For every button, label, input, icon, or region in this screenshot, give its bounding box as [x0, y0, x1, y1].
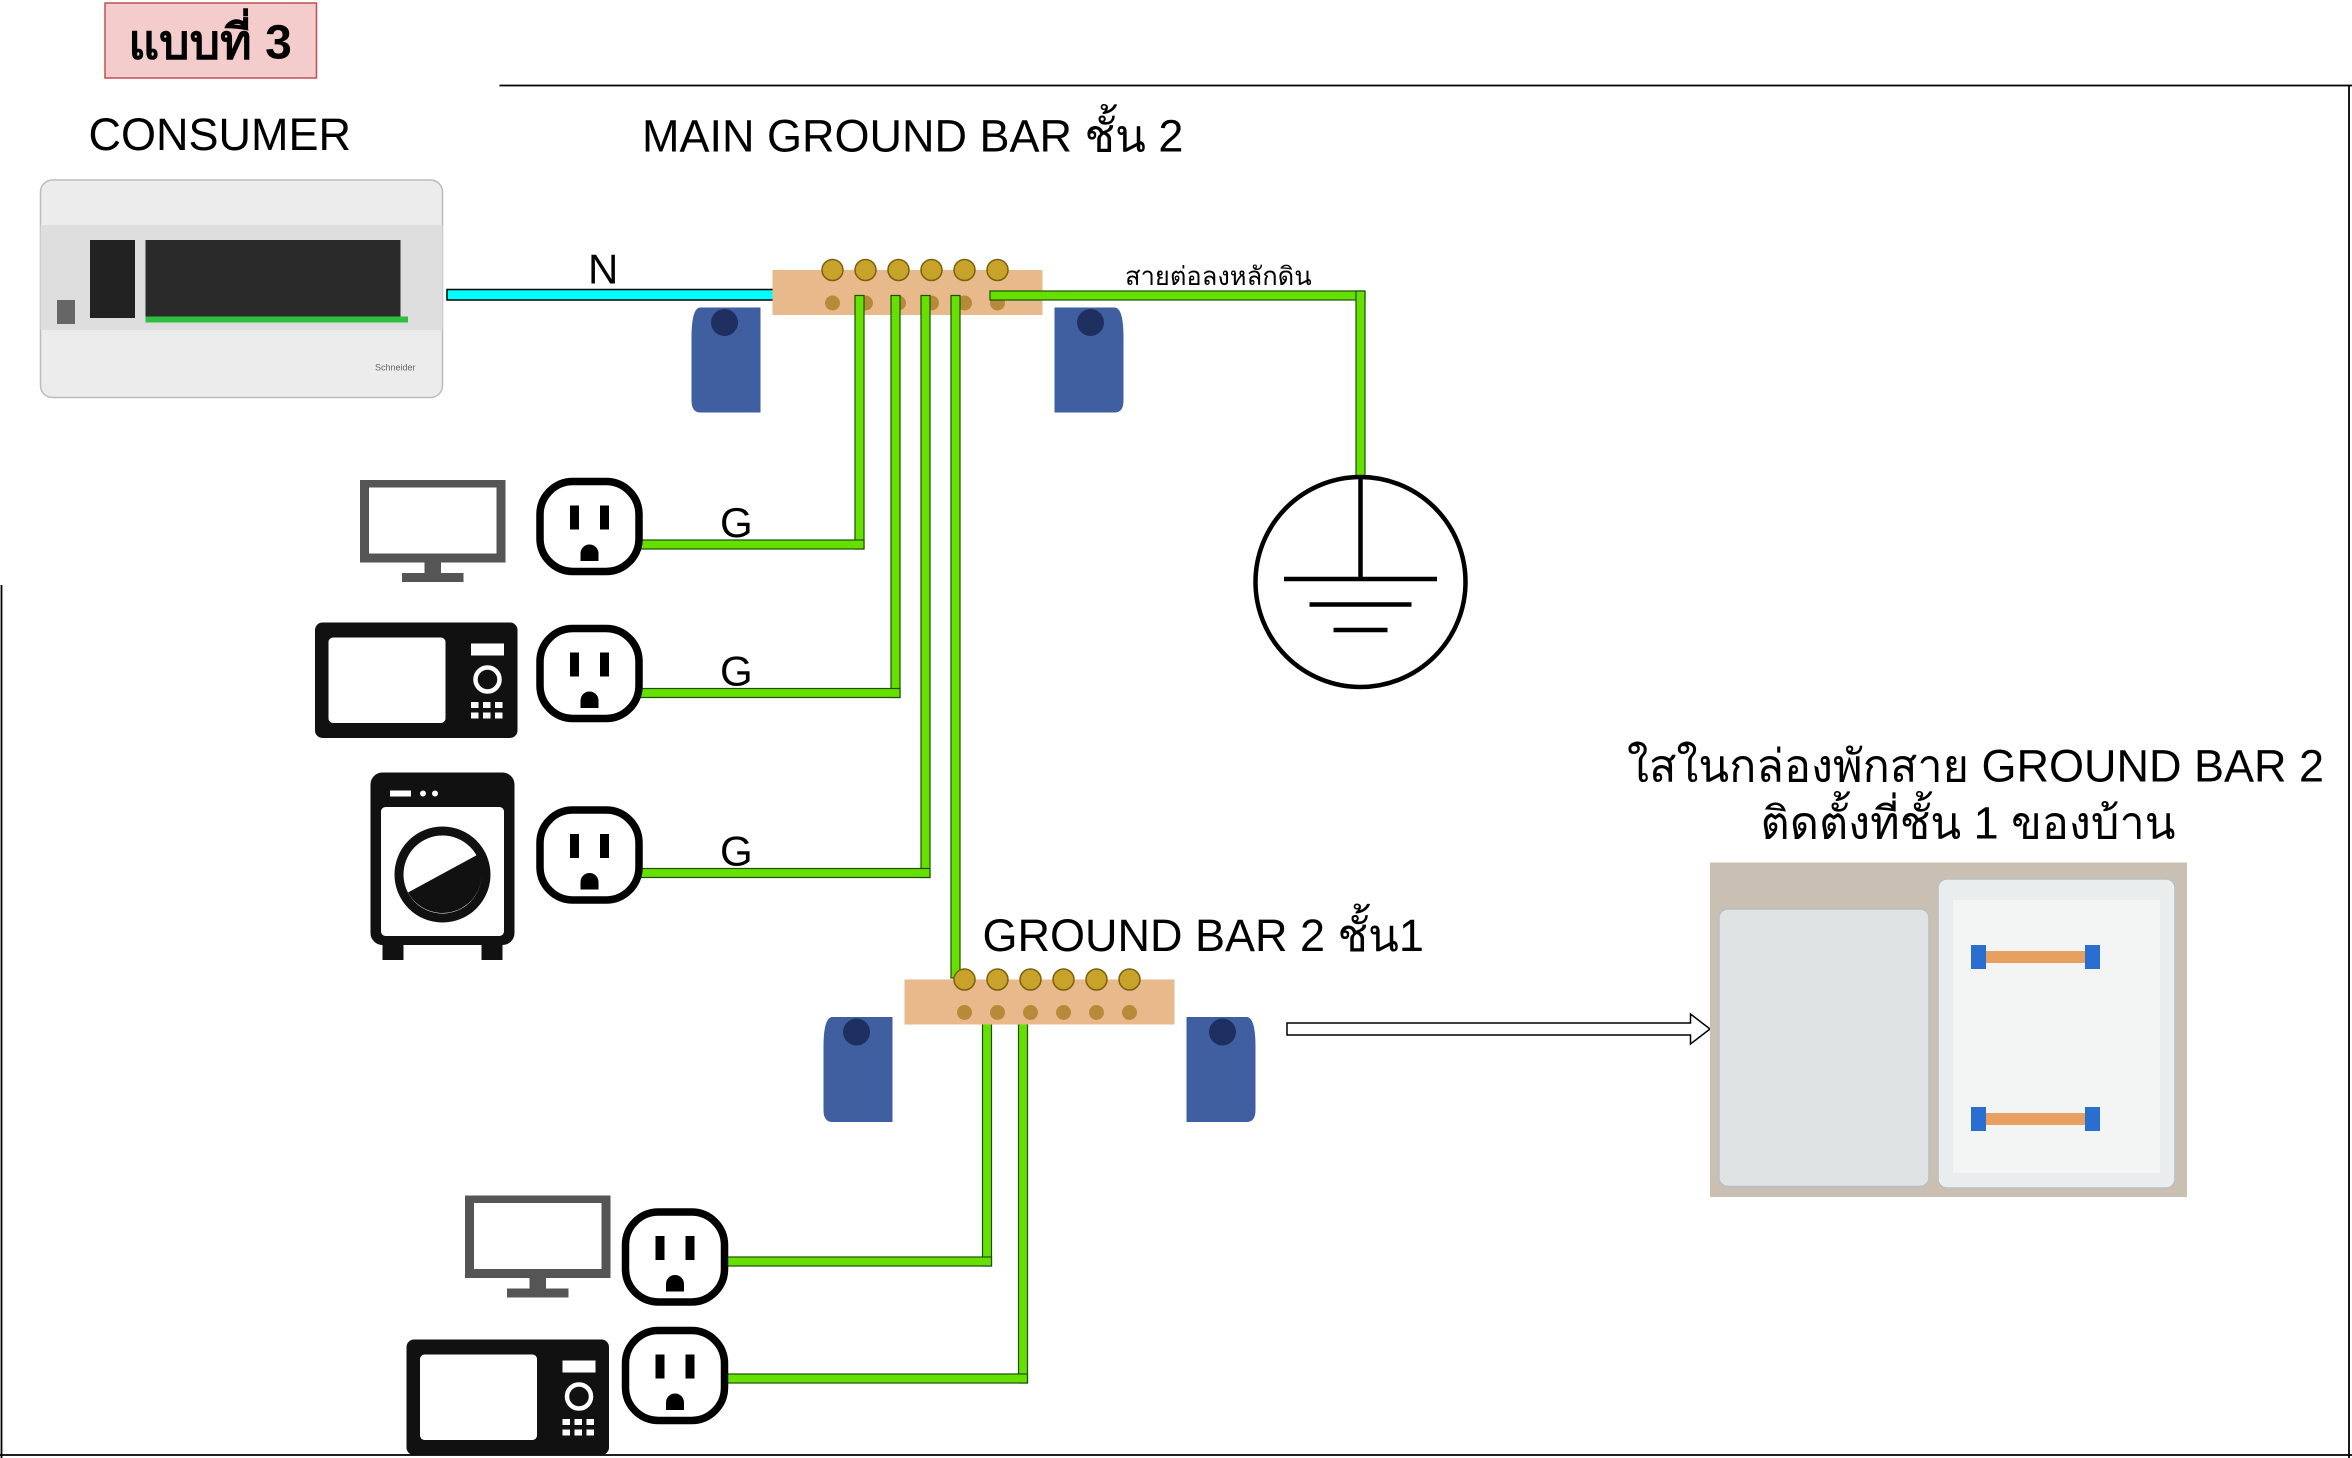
- outlet-icon: [540, 629, 639, 719]
- earth-ground-icon: [1253, 474, 1468, 690]
- panel-brand: Schneider: [375, 363, 416, 373]
- washing-machine-icon: [370, 772, 515, 960]
- ground-bar-2: [822, 968, 1257, 1123]
- outlet-icon: [626, 1331, 725, 1421]
- junction-box-photo: [1710, 862, 2187, 1197]
- wire-g2-horizontal: [636, 687, 901, 699]
- wire-f1-1-horizontal: [723, 1256, 993, 1267]
- box-caption-line1: ใสในกล่องพักสาย GROUND BAR 2: [1627, 741, 2324, 792]
- tv-icon: [465, 1195, 611, 1298]
- wire-g3-vertical: [920, 294, 931, 879]
- outlet-icon: [540, 810, 639, 900]
- ground-bar-2-label: GROUND BAR 2 ชั้น1: [983, 903, 1424, 961]
- wire-f1-1-vertical: [981, 1004, 993, 1267]
- earth-wire-down: [1355, 290, 1366, 480]
- box-caption-line2: ติดตั้งที่ชั้น 1 ของบ้าน: [1761, 791, 2176, 849]
- title-text: แบบที่ 3: [128, 8, 292, 70]
- wire-g2-vertical: [890, 294, 901, 699]
- wire-f1-2-vertical: [1017, 1004, 1029, 1384]
- arrow-to-box: [1286, 1012, 1712, 1046]
- neutral-label: N: [588, 246, 618, 293]
- earth-wire-label: สายต่อลงหลักดิน: [1125, 263, 1312, 291]
- ground-label-2: G: [720, 648, 753, 695]
- ground-wires: [636, 290, 1366, 1384]
- title-badge: แบบที่ 3: [104, 2, 318, 79]
- outlet-icon: [540, 482, 639, 572]
- outlet-icon: [626, 1212, 725, 1302]
- ground-label-1: G: [720, 499, 753, 546]
- wire-to-ground-bar-2: [950, 294, 961, 979]
- wire-g3-horizontal: [636, 867, 931, 879]
- wire-g1-vertical: [854, 294, 865, 550]
- main-ground-bar: [690, 258, 1125, 414]
- consumer-label: CONSUMER: [89, 109, 352, 160]
- main-ground-bar-label: MAIN GROUND BAR ชั้น 2: [642, 104, 1183, 162]
- microwave-icon: [315, 623, 518, 739]
- wire-f1-2-horizontal: [723, 1373, 1029, 1384]
- consumer-unit-image: Schneider: [39, 179, 444, 399]
- microwave-icon: [407, 1340, 610, 1456]
- ground-label-3: G: [720, 828, 753, 875]
- tv-icon: [360, 480, 506, 582]
- earth-wire: [989, 290, 1366, 301]
